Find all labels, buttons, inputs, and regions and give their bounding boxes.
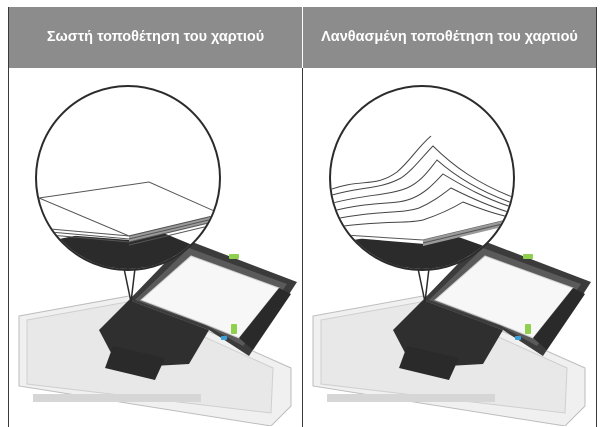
cell-incorrect-loading (302, 68, 596, 427)
paper-tray (313, 240, 591, 426)
header-correct-loading: Σωστή τοποθέτηση του χαρτιού (9, 7, 302, 68)
tray-guide-green (523, 254, 533, 259)
paper-tray (19, 240, 297, 426)
magnifier-flat-stack (36, 86, 224, 270)
tray-guide-blue (221, 336, 227, 340)
magnifier-curled-stack (329, 86, 518, 270)
paper-loading-table: Σωστή τοποθέτηση του χαρτιού Λανθασμένη … (8, 7, 597, 427)
tray-guide-green (229, 254, 239, 259)
cell-correct-loading (9, 68, 302, 427)
tray-guide-blue (515, 336, 521, 340)
correct-loading-illustration (9, 68, 303, 426)
header-incorrect-loading: Λανθασμένη τοποθέτηση του χαρτιού (302, 7, 596, 68)
table-header: Σωστή τοποθέτηση του χαρτιού Λανθασμένη … (9, 7, 596, 68)
incorrect-loading-illustration (303, 68, 597, 426)
table-body (9, 68, 596, 427)
